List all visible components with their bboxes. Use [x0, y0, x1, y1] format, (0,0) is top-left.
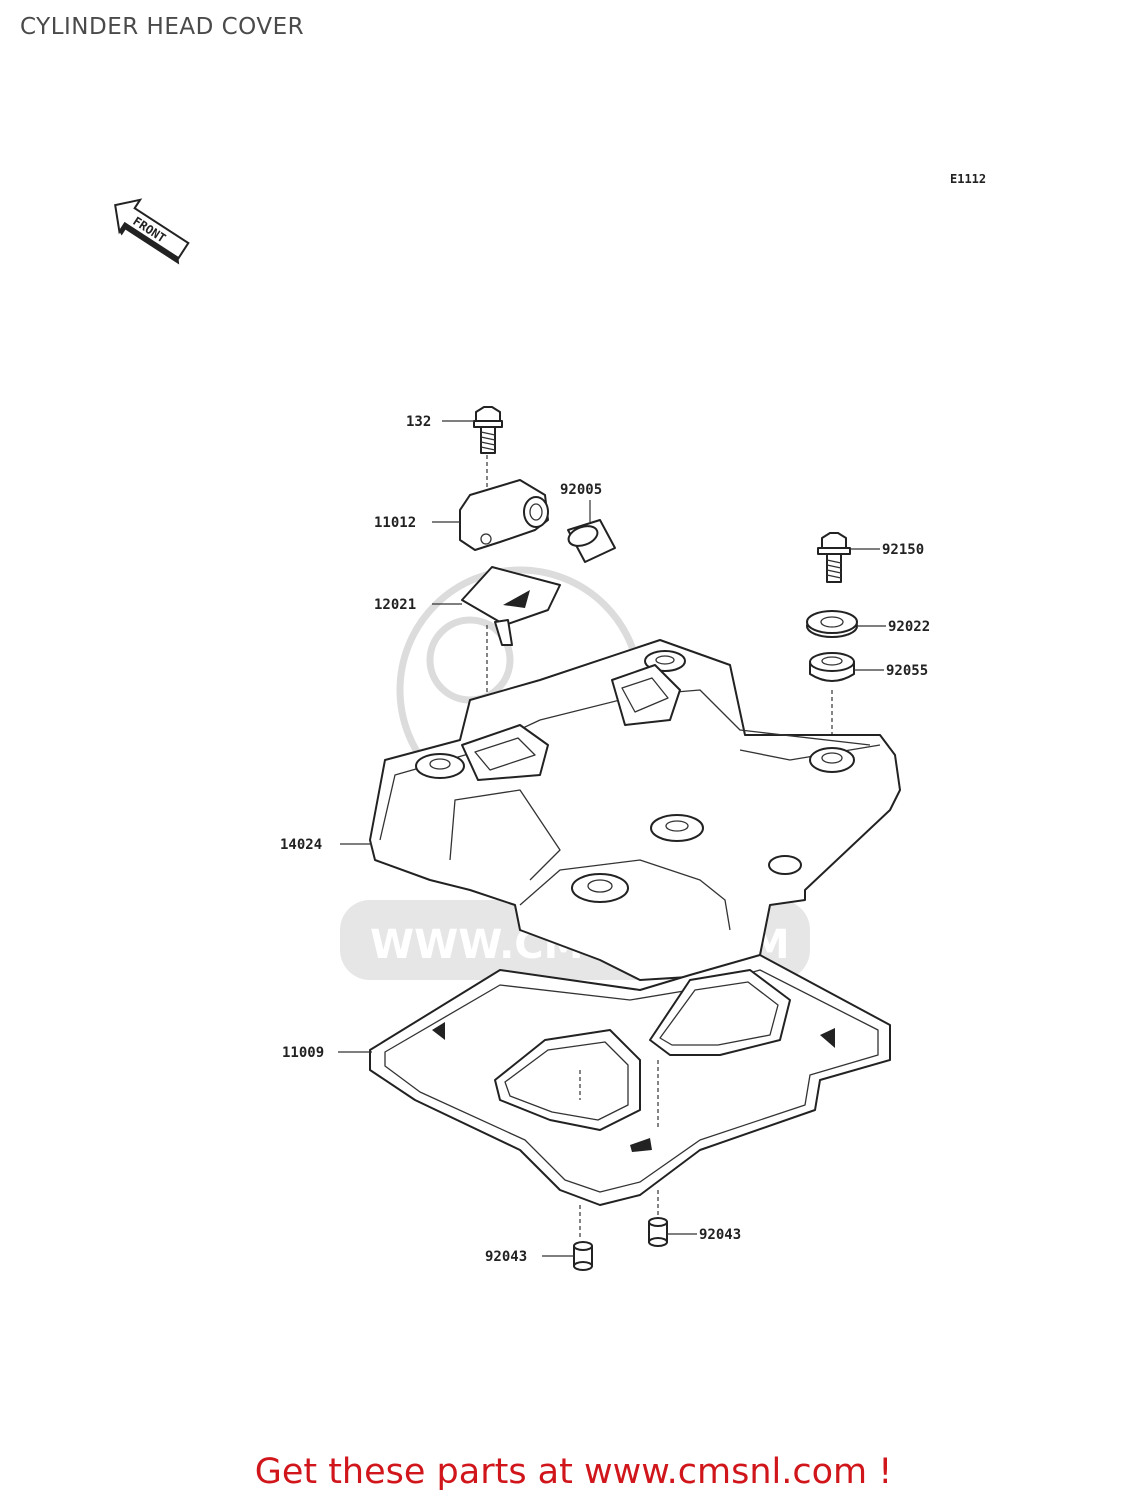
- bolt-92150: [817, 532, 851, 583]
- dowel-pin-92043-left: [573, 1241, 593, 1271]
- label-132: 132: [406, 414, 431, 430]
- housing-11012: [459, 479, 549, 551]
- label-92150: 92150: [882, 542, 924, 558]
- label-11009: 11009: [282, 1045, 324, 1061]
- label-14024: 14024: [280, 837, 322, 853]
- label-92043-left: 92043: [485, 1249, 527, 1265]
- page-title: CYLINDER HEAD COVER: [20, 14, 305, 40]
- plate-12021: [461, 566, 561, 646]
- label-11012: 11012: [374, 515, 416, 531]
- label-92022: 92022: [888, 619, 930, 635]
- footer-link[interactable]: Get these parts at www.cmsnl.com !: [254, 1452, 893, 1492]
- dowel-pin-92043-right: [648, 1217, 668, 1247]
- parts-diagram: FRONT WWW.CMSNL.COM: [114, 198, 930, 1271]
- label-92005: 92005: [560, 482, 602, 498]
- diagram-code: E1112: [950, 172, 987, 186]
- bolt-132: [473, 406, 503, 454]
- sleeve-92005: [567, 519, 616, 563]
- label-92055: 92055: [886, 663, 928, 679]
- gasket-11009: [369, 954, 891, 1206]
- label-92043-right: 92043: [699, 1227, 741, 1243]
- cylinder-head-cover-14024: [369, 639, 901, 981]
- washer-92022: [806, 610, 858, 638]
- front-arrow-icon: FRONT: [114, 198, 190, 265]
- grommet-92055: [809, 652, 855, 682]
- label-12021: 12021: [374, 597, 416, 613]
